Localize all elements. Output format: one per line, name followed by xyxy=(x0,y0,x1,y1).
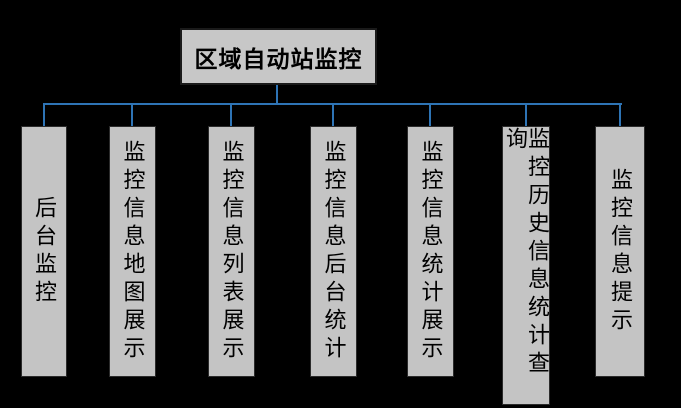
connector-drop-1 xyxy=(43,105,45,126)
child-node-label: 监控信息列表展示 xyxy=(219,139,245,364)
child-node-label: 监控信息地图展示 xyxy=(120,139,146,364)
connector-drop-2 xyxy=(131,105,133,126)
child-node-history-statistics-query: 监控历史信息统计查询 xyxy=(502,126,550,405)
child-node-label: 监控历史信息统计查询 xyxy=(503,127,550,379)
root-node: 区域自动站监控 xyxy=(180,28,377,85)
connector-root-stub xyxy=(276,85,278,104)
child-node-statistics-display: 监控信息统计展示 xyxy=(407,126,454,377)
root-node-label: 区域自动站监控 xyxy=(194,46,363,72)
child-node-info-prompt: 监控信息提示 xyxy=(595,126,645,377)
connector-drop-3 xyxy=(230,105,232,126)
child-node-label: 监控信息统计展示 xyxy=(418,139,444,364)
child-node-label: 后台监控 xyxy=(32,195,57,308)
connector-drop-4 xyxy=(332,105,334,126)
connector-drop-5 xyxy=(429,105,431,126)
connector-drop-7 xyxy=(619,105,621,126)
child-node-label: 监控信息后台统计 xyxy=(321,139,347,364)
child-node-map-display: 监控信息地图展示 xyxy=(109,126,156,377)
connector-drop-6 xyxy=(525,105,527,126)
child-node-backend-statistics: 监控信息后台统计 xyxy=(310,126,357,377)
connector-horizontal xyxy=(43,103,622,105)
child-node-label: 监控信息提示 xyxy=(608,167,633,336)
child-node-backend-monitoring: 后台监控 xyxy=(21,126,67,377)
child-node-list-display: 监控信息列表展示 xyxy=(208,126,255,377)
